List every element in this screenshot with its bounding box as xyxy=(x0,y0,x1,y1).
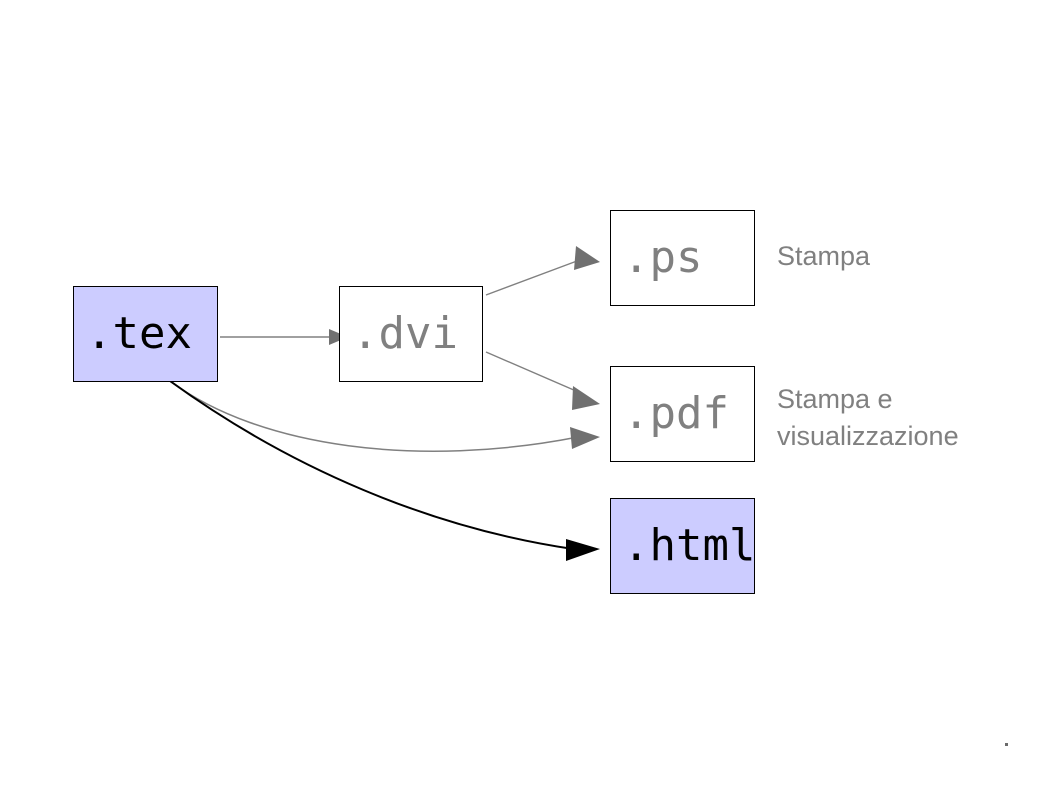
node-pdf[interactable]: .pdf xyxy=(610,366,755,462)
node-pdf-label: .pdf xyxy=(623,388,729,439)
edge-dvi-to-pdf xyxy=(485,351,600,410)
arrowhead-icon xyxy=(566,539,600,561)
edge-tex-to-pdf xyxy=(169,380,600,452)
node-tex[interactable]: .tex xyxy=(73,286,218,382)
edge-line xyxy=(485,257,586,296)
edge-line xyxy=(485,351,584,395)
node-dvi[interactable]: .dvi xyxy=(339,286,483,382)
edge-curve xyxy=(169,380,574,550)
arrowhead-icon xyxy=(572,386,600,410)
edge-tex-to-dvi xyxy=(220,329,348,345)
node-ps[interactable]: .ps xyxy=(610,210,755,306)
node-ps-label: .ps xyxy=(623,232,703,283)
arrowhead-icon xyxy=(329,329,348,345)
annotation-ps: Stampa xyxy=(777,241,871,271)
edge-dvi-to-ps xyxy=(485,246,600,296)
node-html[interactable]: .html xyxy=(610,498,755,594)
annotation-pdf: Stampa e visualizzazione xyxy=(777,384,959,452)
corner-artifact-dot xyxy=(1005,743,1008,746)
arrowhead-icon xyxy=(574,246,600,270)
edge-tex-to-html xyxy=(169,380,600,561)
arrowhead-icon xyxy=(570,427,600,449)
node-dvi-label: .dvi xyxy=(352,308,458,359)
edge-curve xyxy=(169,380,579,452)
node-tex-label: .tex xyxy=(86,308,192,359)
node-html-label: .html xyxy=(623,520,756,571)
